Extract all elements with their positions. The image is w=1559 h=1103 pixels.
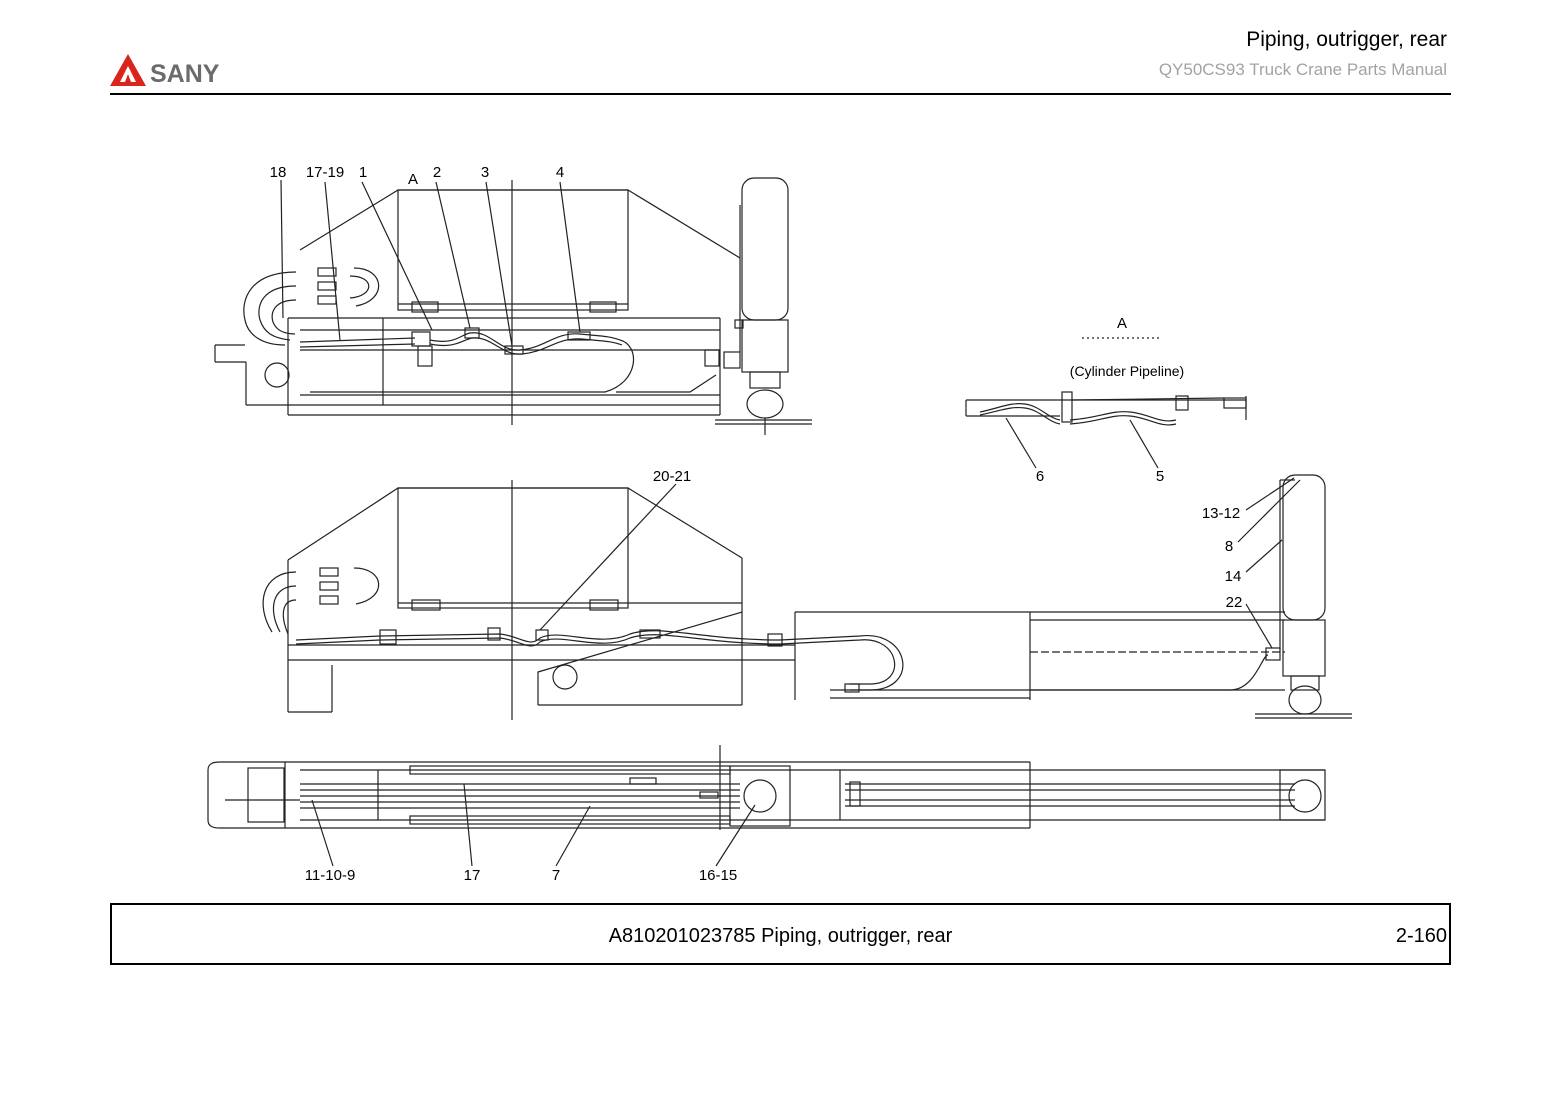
callout-7: 7 [552, 867, 560, 884]
callout-view-a: A [408, 171, 418, 188]
callout-17-plan: 17 [464, 867, 481, 884]
extended-outrigger-view [262, 474, 1352, 720]
detail-caption: (Cylinder Pipeline) [1070, 363, 1184, 379]
callout-16-15: 16-15 [699, 867, 737, 884]
plan-view [207, 745, 1326, 867]
detail-label: A [1117, 315, 1127, 332]
document-subtitle: QY50CS93 Truck Crane Parts Manual [1158, 60, 1447, 79]
callout-8: 8 [1225, 538, 1233, 555]
callout-3: 3 [481, 164, 489, 181]
callout-11-10-9: 11-10-9 [305, 867, 356, 884]
callout-18: 18 [270, 164, 287, 181]
document-title: Piping, outrigger, rear [1246, 28, 1447, 51]
callout-2: 2 [433, 164, 441, 181]
footer-caption: A810201023785 Piping, outrigger, rear [608, 925, 953, 947]
page-number: 2-160 [1395, 925, 1447, 947]
callout-14: 14 [1225, 568, 1242, 585]
callout-17-19: 17-19 [306, 164, 344, 181]
header-divider [110, 93, 1451, 95]
callout-13-12: 13-12 [1202, 505, 1240, 522]
sany-logo-text: SANY [150, 60, 220, 88]
sany-logo: SANY [110, 54, 220, 88]
callout-5: 5 [1156, 468, 1164, 485]
callout-22: 22 [1226, 594, 1243, 611]
retracted-outrigger-view [214, 177, 812, 435]
callout-4: 4 [556, 164, 564, 181]
callout-6: 6 [1036, 468, 1044, 485]
callout-20-21: 20-21 [653, 468, 691, 485]
cylinder-pipeline-detail [965, 337, 1247, 469]
footer-box: A810201023785 Piping, outrigger, rear 2-… [110, 903, 1451, 965]
callout-1: 1 [359, 164, 367, 181]
